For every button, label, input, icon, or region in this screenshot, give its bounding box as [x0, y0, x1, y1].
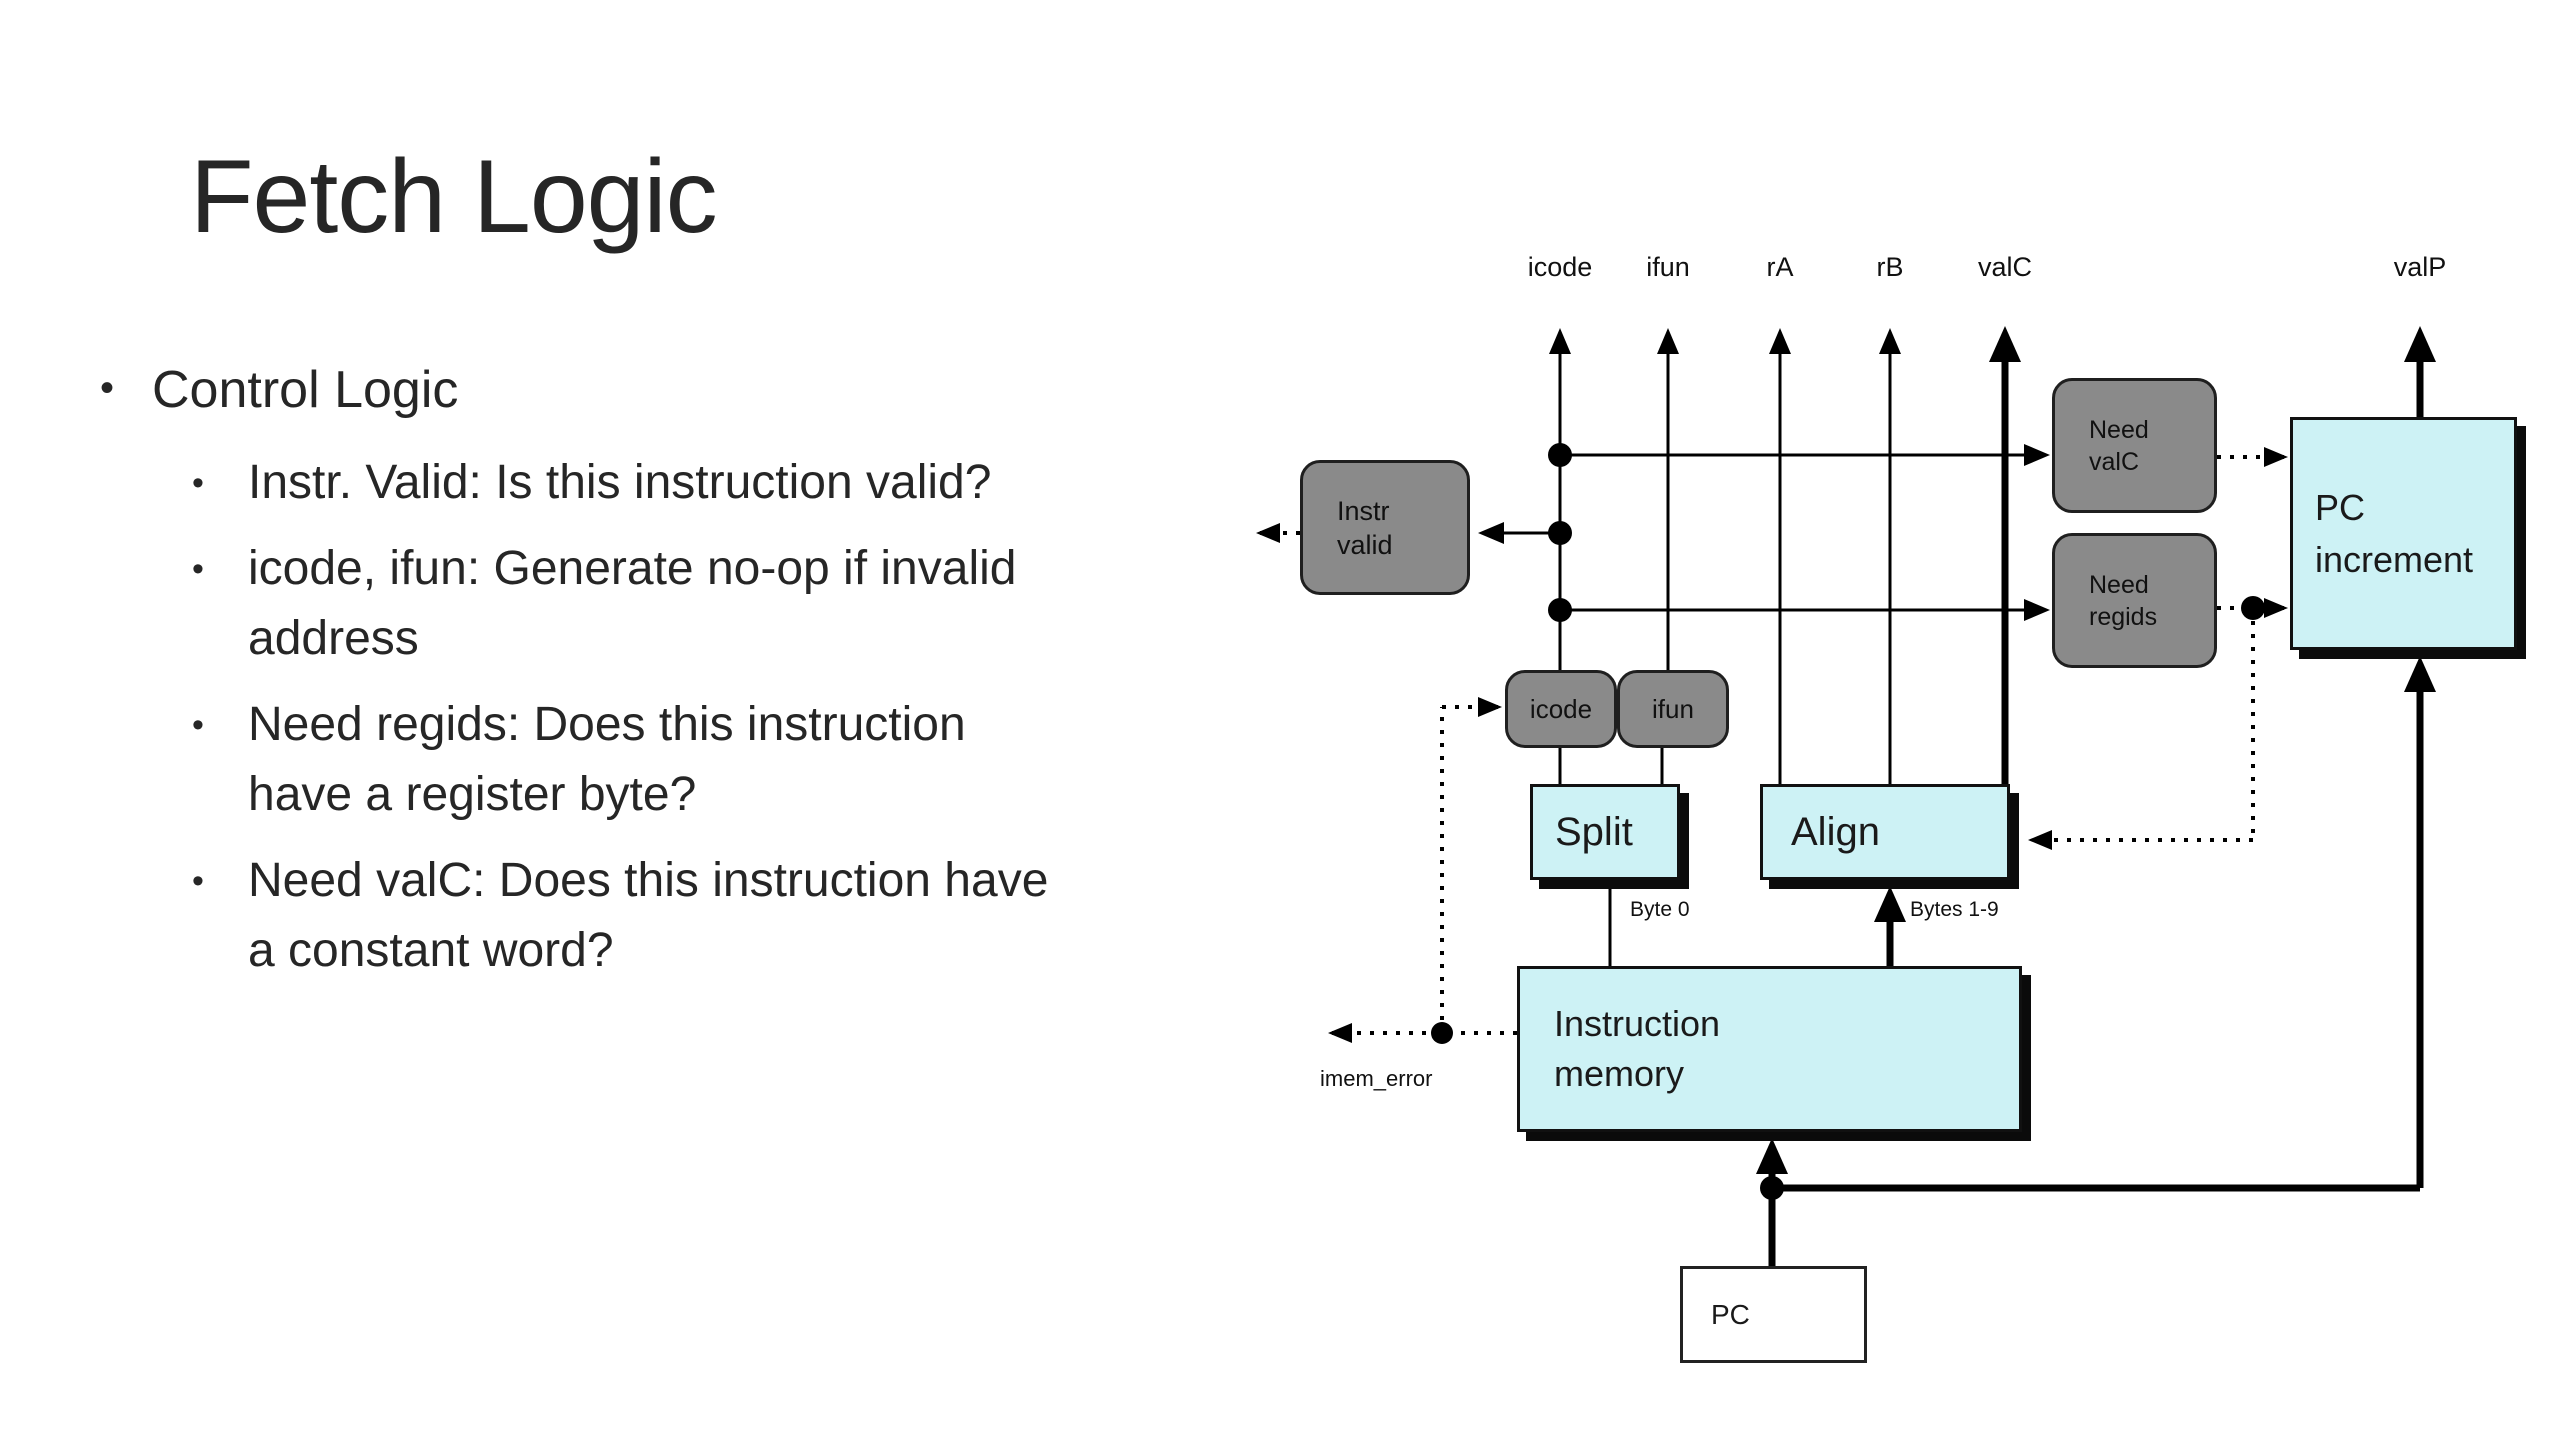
- signal-label-ra: rA: [1766, 252, 1794, 282]
- signal-label-ifun: ifun: [1646, 252, 1690, 282]
- junction-dot: [1431, 1022, 1453, 1044]
- block-split-label: Split: [1555, 809, 1633, 854]
- block-instruction-memory: Instruction memory: [1517, 966, 2022, 1132]
- junction-dot: [1760, 1176, 1784, 1200]
- junction-dot: [1548, 521, 1572, 545]
- block-align: Align: [1760, 784, 2010, 880]
- bullet-control-logic-label: Control Logic: [152, 361, 459, 419]
- junction-dot: [1548, 598, 1572, 622]
- bullet-sublist: • Instr. Valid: Is this instruction vali…: [192, 448, 1272, 1002]
- list-item: • Instr. Valid: Is this instruction vali…: [192, 448, 1272, 518]
- block-need-regids-label: Need regids: [2089, 570, 2158, 631]
- signal-label-icode: icode: [1527, 252, 1593, 282]
- page-title: Fetch Logic: [190, 139, 718, 255]
- bullet-need-valc: Need valC: Does this instruction have a …: [248, 854, 1049, 977]
- list-item: • Need valC: Does this instruction have …: [192, 846, 1272, 986]
- block-pc-increment: PC increment: [2290, 417, 2517, 650]
- signal-label-rb: rB: [1876, 252, 1904, 282]
- block-icode: icode: [1505, 670, 1617, 748]
- block-icode-label: icode: [1529, 693, 1593, 724]
- block-need-regids: Need regids: [2052, 533, 2217, 668]
- block-instr-valid: Instr valid: [1300, 460, 1470, 595]
- block-instruction-memory-label: Instruction memory: [1554, 1003, 1721, 1094]
- bullet-marker: •: [192, 464, 204, 502]
- block-instr-valid-label: Instr valid: [1337, 495, 1393, 560]
- block-ifun: ifun: [1617, 670, 1729, 748]
- list-item: • Need regids: Does this instruction hav…: [192, 690, 1272, 830]
- block-split: Split: [1530, 784, 1680, 880]
- signal-label-valc: valC: [1977, 252, 2032, 282]
- wire-label-imem-error: imem_error: [1320, 1066, 1433, 1091]
- block-ifun-label: ifun: [1652, 693, 1694, 724]
- block-pc-label: PC: [1711, 1298, 1750, 1330]
- junction-dot: [1548, 443, 1572, 467]
- block-pc-increment-label: PC increment: [2315, 486, 2474, 580]
- bullet-marker: •: [192, 550, 204, 588]
- junction-dot: [2241, 596, 2265, 620]
- wire-label-byte0: Byte 0: [1630, 898, 1690, 921]
- signal-label-valp: valP: [2393, 252, 2447, 282]
- bullet-marker: •: [192, 862, 204, 900]
- list-item: • icode, ifun: Generate no-op if invalid…: [192, 534, 1272, 674]
- block-need-valc-label: Need valC: [2089, 415, 2149, 476]
- bullet-need-regids: Need regids: Does this instruction have …: [248, 698, 966, 821]
- bullet-control-logic: • Control Logic: [100, 360, 458, 420]
- block-pc: PC: [1680, 1266, 1867, 1363]
- bullet-instr-valid: Instr. Valid: Is this instruction valid?: [248, 456, 992, 509]
- block-align-label: Align: [1791, 809, 1880, 854]
- bullet-marker: •: [100, 366, 115, 410]
- bullet-icode-ifun: icode, ifun: Generate no-op if invalid a…: [248, 542, 1017, 665]
- block-need-valc: Need valC: [2052, 378, 2217, 513]
- wire-label-bytes-1-9: Bytes 1-9: [1910, 898, 1999, 921]
- bullet-marker: •: [192, 706, 204, 744]
